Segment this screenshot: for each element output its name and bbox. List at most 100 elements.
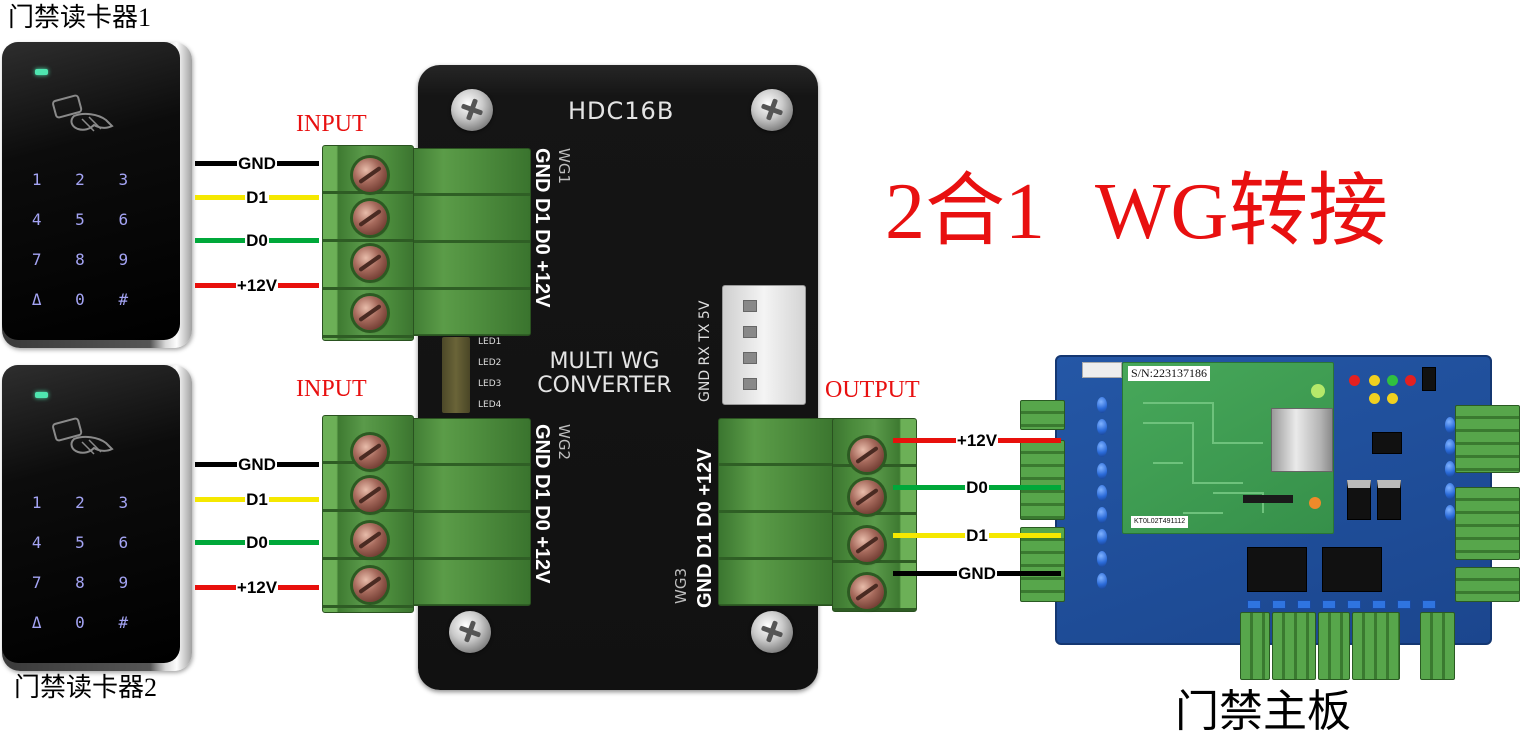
wire-d1: D1 xyxy=(195,489,320,509)
key-1: 1 xyxy=(31,170,42,189)
screw-icon xyxy=(751,611,793,653)
board-caption: 门禁主板 xyxy=(1175,687,1351,736)
capacitor xyxy=(1445,483,1455,499)
wire-label: D0 xyxy=(246,532,268,552)
uart-pin-labels: GND RX TX 5V xyxy=(697,300,713,402)
terminal-screw xyxy=(353,296,387,330)
key-4: 4 xyxy=(31,533,42,552)
connector-pin xyxy=(743,378,757,390)
wire-d1: D1 xyxy=(893,525,1062,545)
capacitor xyxy=(1445,461,1455,477)
wg3-pin-labels: GND D1 D0 +12V xyxy=(694,448,716,608)
led-label-2: LED2 xyxy=(478,358,502,368)
wg3-socket xyxy=(718,418,838,606)
indicator-led xyxy=(1349,375,1360,386)
terminal-screw xyxy=(353,523,387,557)
indicator-led xyxy=(1387,393,1398,404)
wire-label: D1 xyxy=(246,489,268,509)
key-bell: Δ xyxy=(31,290,42,309)
wire-gnd: GND xyxy=(195,454,319,474)
capacitor xyxy=(1097,573,1107,589)
wire-line xyxy=(893,570,958,576)
input-2-label: INPUT xyxy=(296,376,367,402)
ic-chip xyxy=(1372,432,1402,454)
wire-12v: +12V xyxy=(195,275,319,295)
wire-line xyxy=(278,584,319,590)
reader-2-caption: 门禁读卡器2 xyxy=(14,673,158,702)
capacitor xyxy=(1097,397,1107,413)
wire-line xyxy=(893,437,956,443)
led-label-3: LED3 xyxy=(478,379,502,389)
key-6: 6 xyxy=(118,533,129,552)
board-terminal xyxy=(1318,612,1350,680)
jumper xyxy=(1397,600,1411,609)
key-bell: Δ xyxy=(31,613,42,632)
wire-12v: +12V xyxy=(893,430,1061,450)
jumper xyxy=(1297,600,1311,609)
led-label-4: LED4 xyxy=(478,400,502,410)
reader-face: 1 2 3 4 5 6 7 8 9 Δ 0 # xyxy=(2,42,180,340)
board-terminal xyxy=(1420,612,1455,680)
relay xyxy=(1322,547,1382,592)
keypad: 1 2 3 4 5 6 7 8 9 Δ 0 # xyxy=(15,483,145,643)
voltage-regulator xyxy=(1347,480,1371,520)
screw-icon xyxy=(751,89,793,131)
wire-line xyxy=(276,461,319,467)
key-5: 5 xyxy=(75,210,85,229)
wg1-pin-labels: GND D1 D0 +12V xyxy=(531,148,553,308)
board-terminal xyxy=(1455,405,1520,473)
wg1-socket xyxy=(405,148,531,336)
wire-line xyxy=(268,539,320,545)
status-led xyxy=(35,69,48,75)
indicator-led xyxy=(1387,375,1398,386)
status-led xyxy=(35,392,48,398)
capacitor xyxy=(1097,507,1107,523)
wg1-port-label: WG1 xyxy=(555,148,573,184)
key-0: 0 xyxy=(75,290,85,309)
wire-gnd: GND xyxy=(195,153,319,173)
terminal-screw xyxy=(353,568,387,602)
capacitor xyxy=(1097,551,1107,567)
led-window xyxy=(442,337,470,413)
terminal-screw xyxy=(850,438,884,472)
uart-connector xyxy=(722,285,806,405)
connector-pin xyxy=(743,326,757,338)
output-label: OUTPUT xyxy=(825,377,920,403)
key-2: 2 xyxy=(75,170,85,189)
key-6: 6 xyxy=(118,210,129,229)
wire-d0: D0 xyxy=(893,477,1062,497)
terminal-screw xyxy=(353,158,387,192)
wire-label: GND xyxy=(238,153,276,173)
indicator-led xyxy=(1369,375,1380,386)
wire-label: GND xyxy=(958,563,996,583)
wire-label: D1 xyxy=(246,187,268,207)
wire-line xyxy=(195,539,246,545)
headline: 2合1 WG转接 xyxy=(885,168,1389,256)
wire-gnd: GND xyxy=(893,563,1061,583)
terminal-screw xyxy=(353,478,387,512)
key-4: 4 xyxy=(31,210,42,229)
module-code-label: KT0L02T491112 xyxy=(1131,516,1189,528)
wire-d1: D1 xyxy=(195,187,320,207)
key-1: 1 xyxy=(31,493,42,512)
wire-label: D1 xyxy=(966,525,988,545)
key-7: 7 xyxy=(31,250,42,269)
wg3-port-label: WG3 xyxy=(672,568,690,604)
wire-line xyxy=(195,496,246,502)
screw-icon xyxy=(449,611,491,653)
jumper xyxy=(1247,600,1261,609)
wire-line xyxy=(988,484,1062,490)
jumper xyxy=(1372,600,1386,609)
card-reader-2: 1 2 3 4 5 6 7 8 9 Δ 0 # xyxy=(2,365,192,671)
controller-board: S/N:223137186 KT0L02T491112 xyxy=(1055,355,1492,645)
key-8: 8 xyxy=(75,573,85,592)
wire-line xyxy=(268,496,320,502)
key-8: 8 xyxy=(75,250,85,269)
wire-label: D0 xyxy=(966,477,988,497)
wire-line xyxy=(268,237,320,243)
wire-line xyxy=(276,160,319,166)
wire-line xyxy=(988,532,1062,538)
reader-1-caption: 门禁读卡器1 xyxy=(8,3,152,32)
key-3: 3 xyxy=(118,170,129,189)
ethernet-port xyxy=(1271,408,1333,472)
